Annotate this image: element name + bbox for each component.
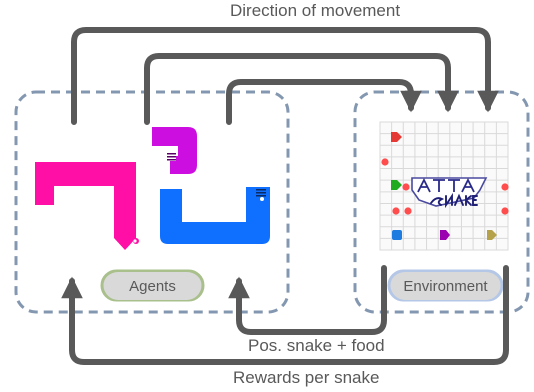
red-head-icon (391, 132, 402, 142)
environment-pill: Environment (391, 272, 500, 300)
agents-pill: Agents (104, 272, 201, 300)
food-dots (381, 158, 509, 215)
purple-head-icon (440, 230, 450, 240)
environment-items (381, 132, 509, 240)
pink-snake (35, 162, 139, 250)
arrow-direction-outer (71, 27, 499, 125)
label-rewards-per-snake: Rewards per snake (233, 368, 380, 387)
blue-snake (160, 187, 270, 244)
arrow-rewards (61, 265, 509, 365)
label-direction-of-movement: Direction of movement (230, 1, 401, 20)
arrow-position (228, 265, 387, 335)
arrow-direction-middle (144, 53, 459, 125)
olive-head-icon (487, 230, 497, 240)
purple-snake (152, 127, 197, 174)
agents-box (14, 90, 290, 314)
green-head-icon (391, 180, 402, 190)
label-position-snake-food: Pos. snake + food (248, 336, 385, 355)
blue-block-icon (392, 230, 402, 240)
atta-snake-logo (411, 177, 488, 209)
arrow-direction-inner (226, 79, 422, 125)
